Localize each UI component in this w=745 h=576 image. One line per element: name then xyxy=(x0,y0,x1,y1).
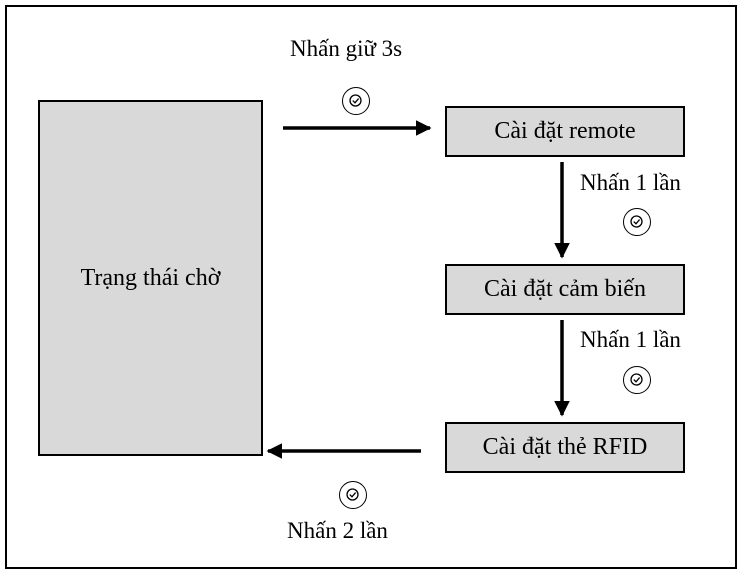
state-rfid-label: Cài đặt thẻ RFID xyxy=(482,434,648,460)
diagram-frame xyxy=(5,5,737,569)
button-check-icon xyxy=(623,366,651,394)
transition-label-press-once-1: Nhấn 1 lần xyxy=(580,170,681,195)
state-rfid-box: Cài đặt thẻ RFID xyxy=(445,422,685,473)
state-sensor-box: Cài đặt cảm biến xyxy=(445,264,685,315)
check-icon xyxy=(630,373,643,386)
check-icon xyxy=(346,488,359,501)
button-check-icon xyxy=(623,208,651,236)
transition-label-hold-3s: Nhấn giữ 3s xyxy=(290,36,403,61)
button-check-icon xyxy=(339,481,367,509)
state-sensor-label: Cài đặt cảm biến xyxy=(484,276,646,302)
state-idle-label: Trạng thái chờ xyxy=(80,264,221,291)
check-icon xyxy=(630,215,643,228)
transition-label-press-once-2: Nhấn 1 lần xyxy=(580,327,681,352)
state-idle-box: Trạng thái chờ xyxy=(38,100,263,456)
button-check-icon xyxy=(342,87,370,115)
check-icon xyxy=(349,94,362,107)
state-remote-label: Cài đặt remote xyxy=(494,118,636,144)
state-remote-box: Cài đặt remote xyxy=(445,106,685,157)
transition-label-press-twice: Nhấn 2 lần xyxy=(287,518,388,543)
